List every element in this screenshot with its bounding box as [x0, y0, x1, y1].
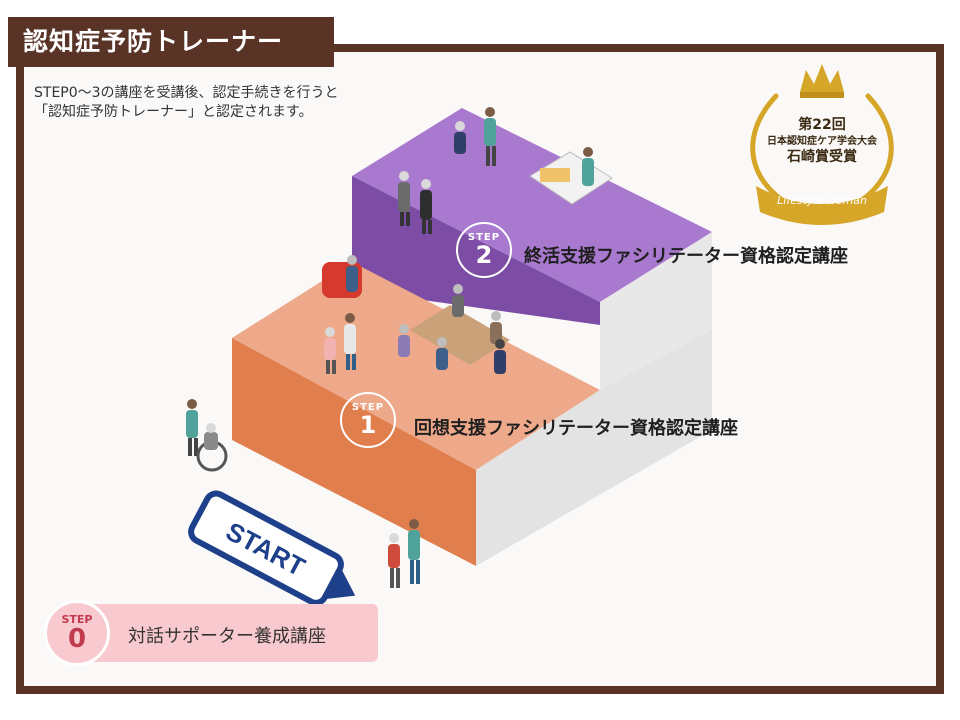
award-line-2: 日本認知症ケア学会大会 [767, 136, 877, 147]
step0-badge-number: 0 [67, 624, 87, 654]
step2-badge-word: STEP [467, 232, 501, 243]
award-line-3: 石崎賞受賞 [787, 149, 857, 165]
step1-badge: STEP 1 [340, 392, 396, 448]
step2-badge-number: 2 [475, 241, 493, 269]
person-icon [346, 255, 358, 292]
person-icon [324, 327, 336, 374]
person-icon [484, 107, 496, 166]
step2-label: 終活支援ファシリテーター資格認定講座 [524, 246, 848, 267]
step1-badge-number: 1 [359, 411, 377, 439]
person-icon [398, 171, 410, 226]
step1-block [232, 262, 712, 566]
crown-icon [800, 64, 844, 98]
step2-side [600, 232, 712, 400]
step0-badge: STEP 0 [44, 600, 110, 666]
person-icon [388, 533, 400, 588]
award-ribbon [756, 186, 888, 225]
step0-box [58, 604, 378, 662]
person-icon [452, 284, 464, 317]
step1-badge-word: STEP [351, 402, 385, 413]
start-sign: START [188, 490, 356, 606]
people-illustration [186, 107, 613, 588]
step1-label: 回想支援ファシリテーター資格認定講座 [414, 418, 738, 439]
intro-text: STEP0～3の講座を受講後、認定手続きを行うと 「認知症予防トレーナー」と認定… [34, 84, 339, 122]
person-icon [454, 121, 466, 154]
award-emblem [750, 64, 894, 225]
person-icon [494, 339, 506, 374]
award-line-1: 第22回 [798, 117, 846, 133]
laurel-icon [750, 93, 894, 203]
step1-side [476, 330, 712, 566]
person-icon [436, 337, 448, 370]
step2-top [352, 108, 712, 302]
bed-icon [529, 151, 613, 205]
award-ribbon-label: Lifestyle·woman [777, 194, 867, 207]
table-icon [410, 305, 510, 365]
person-icon [582, 147, 594, 186]
person-icon [490, 311, 502, 344]
page-title: 認知症予防トレーナー [8, 17, 334, 67]
person-icon [186, 399, 198, 456]
step1-top [232, 262, 600, 470]
person-icon [408, 519, 420, 584]
person-icon [398, 324, 410, 357]
step2-badge: STEP 2 [456, 222, 512, 278]
wheelchair-icon [196, 423, 228, 472]
start-arrow-icon [323, 567, 356, 600]
step0-label: 対話サポーター養成講座 [128, 626, 326, 647]
step0-badge-word: STEP [61, 613, 93, 626]
intro-line-1: STEP0～3の講座を受講後、認定手続きを行うと [34, 85, 339, 101]
person-icon [344, 313, 356, 370]
person-icon [420, 179, 432, 234]
intro-line-2: 「認知症予防トレーナー」と認定されます。 [34, 104, 313, 120]
step1-front [232, 338, 476, 566]
